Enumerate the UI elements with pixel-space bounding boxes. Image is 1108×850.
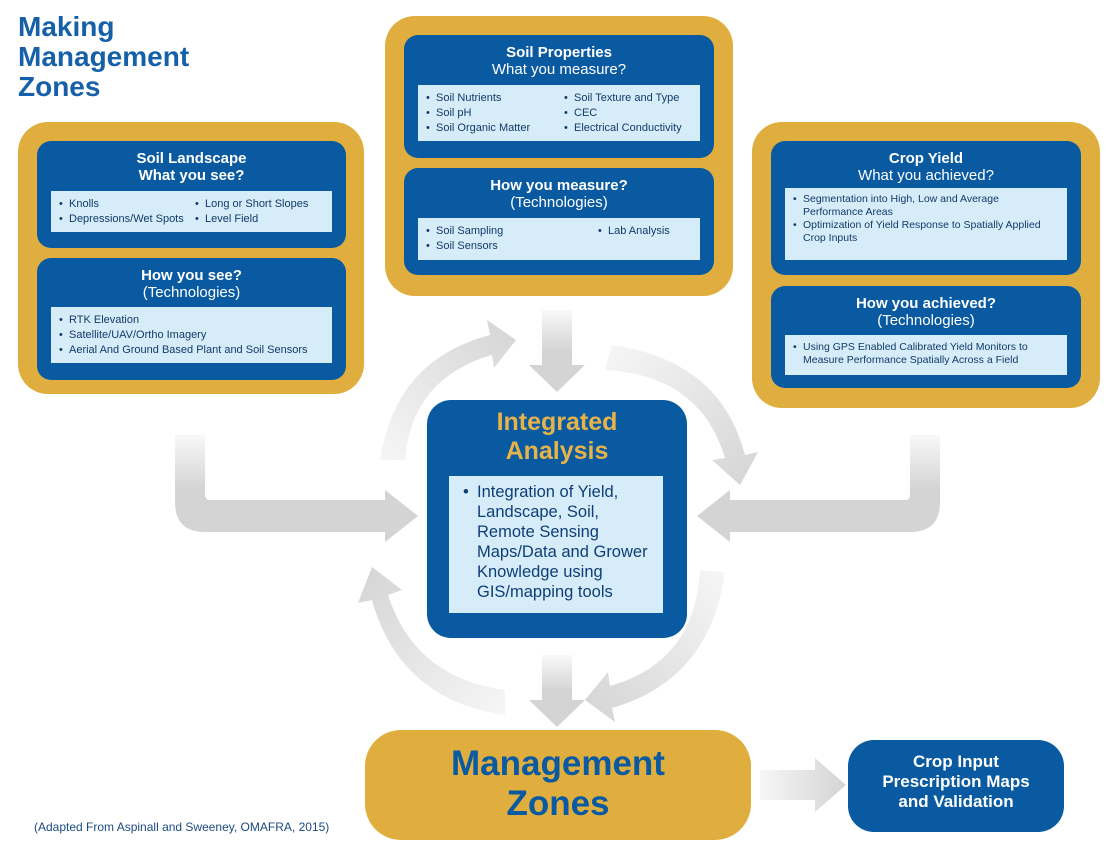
list-item: Soil Organic Matter <box>426 121 530 136</box>
integrated-analysis-title: Integrated Analysis <box>427 408 687 466</box>
soil-properties-tech-panel: How you measure? (Technologies) Soil Sam… <box>404 168 714 275</box>
soil-properties-panel: Soil Properties What you measure? Soil N… <box>404 35 714 158</box>
list-item: Long or Short Slopes <box>195 197 308 212</box>
crop-yield-subheading: What you achieved? <box>858 167 994 184</box>
soil-landscape-subheading: What you see? <box>138 167 245 184</box>
crop-yield-list: Segmentation into High, Low and Average … <box>785 188 1067 260</box>
crop-input-panel: Crop Input Prescription Maps and Validat… <box>848 740 1064 832</box>
crop-input-title: Crop Input Prescription Maps and Validat… <box>848 752 1064 812</box>
crop-yield-tech-subheading: (Technologies) <box>877 312 975 329</box>
soil-landscape-panel: Soil Landscape What you see? Knolls Depr… <box>37 141 346 248</box>
soil-properties-list: Soil Nutrients Soil pH Soil Organic Matt… <box>418 85 700 141</box>
soil-properties-tech-list: Soil Sampling Soil Sensors Lab Analysis <box>418 218 700 260</box>
crop-yield-tech-list: Using GPS Enabled Calibrated Yield Monit… <box>785 335 1067 375</box>
integrated-analysis-panel: Integrated Analysis Integration of Yield… <box>427 400 687 638</box>
list-item: Optimization of Yield Response to Spatia… <box>793 219 1059 245</box>
crop-yield-tech-panel: How you achieved? (Technologies) Using G… <box>771 286 1081 388</box>
crop-yield-heading: Crop Yield <box>888 150 964 167</box>
crop-input-title-line-2: Prescription Maps <box>882 772 1030 791</box>
crop-input-title-line-3: and Validation <box>898 792 1014 811</box>
integrated-analysis-title-line-1: Integrated <box>496 408 618 436</box>
list-item: Soil Nutrients <box>426 91 530 106</box>
list-item: Depressions/Wet Spots <box>59 212 184 227</box>
list-item: Aerial And Ground Based Plant and Soil S… <box>59 343 307 358</box>
title-line-2: Management <box>18 41 190 72</box>
integrated-analysis-title-line-2: Analysis <box>505 437 609 465</box>
list-item: Soil Sensors <box>426 239 503 254</box>
crop-input-title-line-1: Crop Input <box>913 752 999 771</box>
list-item: Level Field <box>195 212 308 227</box>
list-item: Soil pH <box>426 106 530 121</box>
management-zones-title: Management Zones <box>365 744 751 824</box>
list-item: Lab Analysis <box>598 224 670 239</box>
arrow-left-elbow <box>175 435 418 542</box>
arc-top-left <box>380 320 516 460</box>
list-item: Electrical Conductivity <box>564 121 682 136</box>
soil-properties-tech-subheading: (Technologies) <box>510 194 608 211</box>
title-line-3: Zones <box>18 71 101 102</box>
list-item: RTK Elevation <box>59 313 307 328</box>
arrow-to-crop-input <box>760 758 846 812</box>
soil-landscape-tech-subheading: (Technologies) <box>142 284 241 301</box>
integrated-analysis-list: Integration of Yield, Landscape, Soil, R… <box>449 476 663 613</box>
soil-properties-subheading: What you measure? <box>491 61 627 78</box>
list-item: Soil Sampling <box>426 224 503 239</box>
arrow-top-down <box>529 310 585 392</box>
crop-yield-tech-heading: How you achieved? <box>855 295 997 312</box>
soil-properties-heading: Soil Properties <box>506 44 612 61</box>
crop-yield-panel: Crop Yield What you achieved? Segmentati… <box>771 141 1081 275</box>
arc-bottom-right <box>585 570 725 722</box>
list-item: Satellite/UAV/Ortho Imagery <box>59 328 307 343</box>
title-line-1: Making <box>18 11 115 42</box>
page-title: Making Management Zones <box>18 12 278 102</box>
list-item: CEC <box>564 106 682 121</box>
soil-landscape-list: Knolls Depressions/Wet Spots Long or Sho… <box>51 191 332 232</box>
arrow-right-elbow <box>697 435 940 542</box>
management-zones-title-line-2: Zones <box>506 784 610 823</box>
list-item: Integration of Yield, Landscape, Soil, R… <box>463 482 657 602</box>
soil-landscape-tech-list: RTK Elevation Satellite/UAV/Ortho Imager… <box>51 307 332 363</box>
arrow-bottom-down <box>529 655 585 727</box>
soil-landscape-heading: Soil Landscape <box>136 150 247 167</box>
soil-properties-tech-heading: How you measure? <box>490 177 628 194</box>
source-note: (Adapted From Aspinall and Sweeney, OMAF… <box>34 820 330 834</box>
list-item: Segmentation into High, Low and Average … <box>793 193 1059 219</box>
soil-landscape-tech-panel: How you see? (Technologies) RTK Elevatio… <box>37 258 346 380</box>
list-item: Using GPS Enabled Calibrated Yield Monit… <box>793 341 1059 367</box>
management-zones-title-line-1: Management <box>451 744 665 783</box>
list-item: Soil Texture and Type <box>564 91 682 106</box>
soil-landscape-tech-heading: How you see? <box>141 267 242 284</box>
list-item: Knolls <box>59 197 184 212</box>
arc-bottom-left <box>358 567 505 715</box>
management-zones-panel: Management Zones <box>365 730 751 840</box>
arc-top-right <box>605 345 758 485</box>
